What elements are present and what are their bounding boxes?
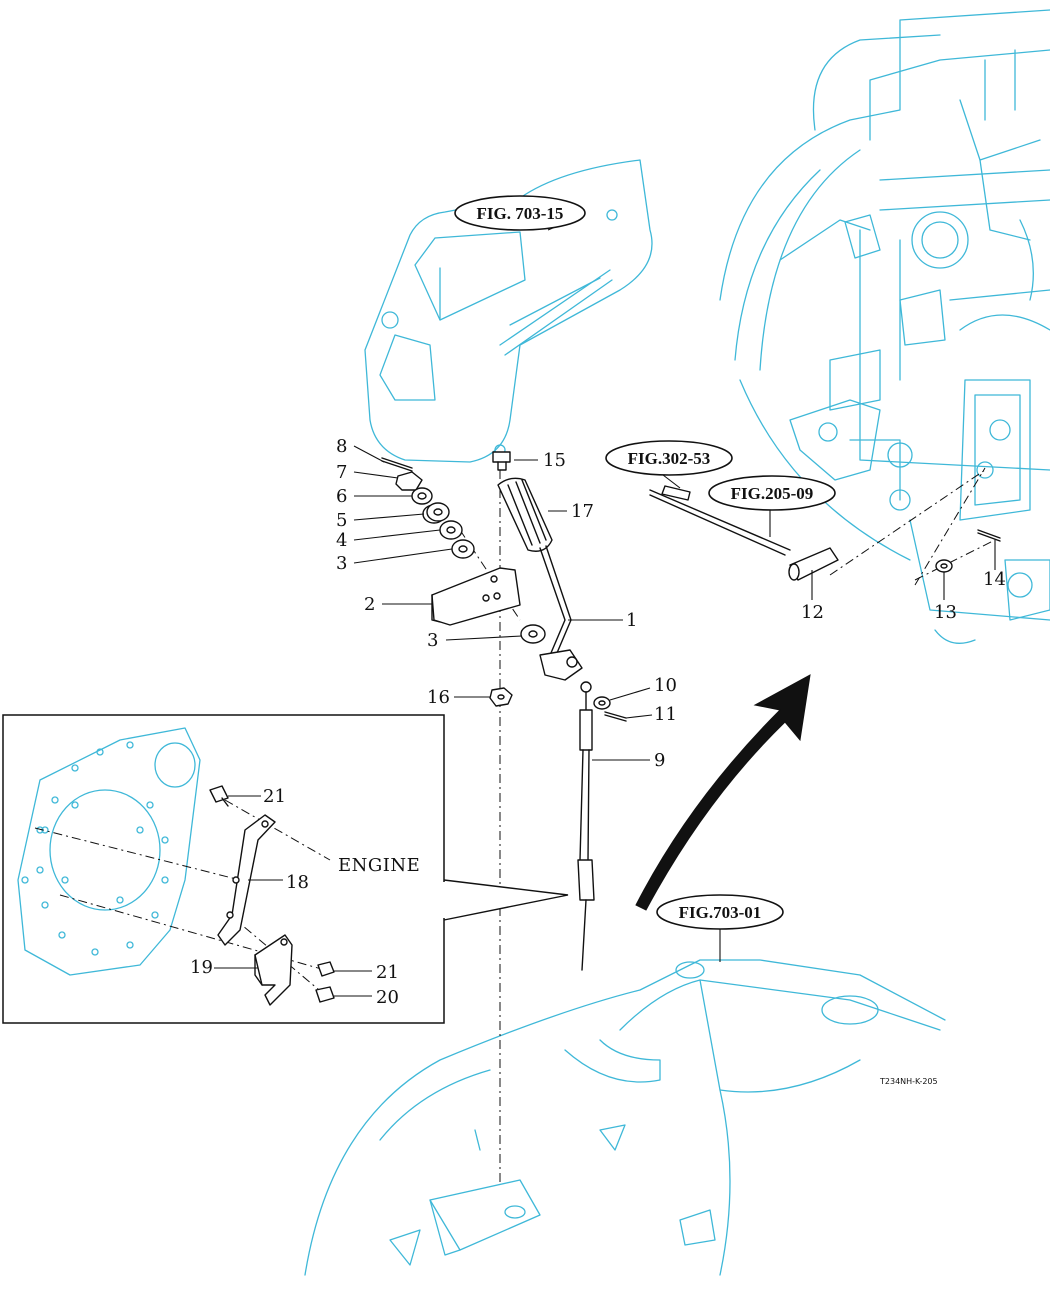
part-9-cable [577,681,595,971]
cable-to-engine [649,485,791,556]
inset-frame [2,714,445,1024]
part-19-bracket [254,934,293,1006]
callout-18: 18 [286,872,309,893]
part-16-nut [489,687,513,707]
part-7-castle-nut [395,471,423,491]
callout-3a: 3 [336,553,347,574]
fig-703-15-ref[interactable]: FIG. 703-15 [454,195,586,231]
part-15-bolt [492,451,511,471]
callout-7: 7 [336,462,347,483]
part-4-washer [439,520,463,540]
callout-20: 20 [376,987,399,1008]
fig-302-53-label: FIG.302-53 [628,449,711,468]
fig-703-01-label: FIG.703-01 [679,903,762,922]
callout-8: 8 [336,436,347,457]
callout-6: 6 [336,486,347,507]
callout-4: 4 [336,530,347,551]
callout-9: 9 [654,750,665,771]
part-21-bolt-lower [317,961,335,977]
callout-21b: 21 [376,962,399,983]
part-5-spring [422,502,450,524]
fig-302-53-ref[interactable]: FIG.302-53 [605,440,733,476]
callout-12: 12 [801,602,824,623]
callout-13: 13 [934,602,957,623]
part-8-cotter-pin [381,457,413,472]
part-3-washer-upper [451,539,475,559]
fig-703-01-ref[interactable]: FIG.703-01 [656,894,784,930]
fender-cover-context [364,159,653,463]
part-1-lever [539,545,583,681]
drawing-code: T234NH-K-205 [879,1077,938,1086]
fig-205-09-ref[interactable]: FIG.205-09 [708,475,836,511]
callout-17: 17 [571,501,594,522]
callout-10: 10 [654,675,677,696]
callout-5: 5 [336,510,347,531]
part-3-washer-lower [520,624,546,644]
callout-3b: 3 [427,630,438,651]
callout-numbers: 8 7 6 5 4 3 2 3 15 17 1 16 10 11 9 12 13… [336,436,1006,771]
engine-plate-inset: 21 18 19 21 20 ENGINE [2,714,569,1024]
part-18-bracket [217,814,276,946]
part-13-washer [935,559,953,573]
engine-label: ENGINE [338,855,420,876]
callout-2: 2 [364,594,375,615]
fig-703-15-label: FIG. 703-15 [477,204,564,223]
part-17-grip [497,477,553,552]
callout-11: 11 [654,704,677,725]
callout-19: 19 [190,957,213,978]
callout-14: 14 [983,569,1006,590]
part-20-bolt [315,986,335,1003]
callout-16: 16 [427,687,450,708]
part-6-washer [411,487,433,505]
part-12-pin [788,547,839,581]
engine-context [719,9,1050,644]
callout-21a: 21 [263,786,286,807]
part-14-cotter-pin [977,529,1001,542]
callout-1: 1 [626,610,637,631]
direction-arrow [635,674,811,911]
part-10-washer [593,696,611,710]
floor-panel-context [304,959,946,1276]
part-21-bolt-upper [209,785,229,807]
inset-pointer [443,879,569,921]
part-11-cotter-pin [604,711,627,722]
engine-plate-context [17,727,201,976]
callout-15: 15 [543,450,566,471]
part-2-bracket [431,567,521,626]
fig-205-09-label: FIG.205-09 [731,484,814,503]
